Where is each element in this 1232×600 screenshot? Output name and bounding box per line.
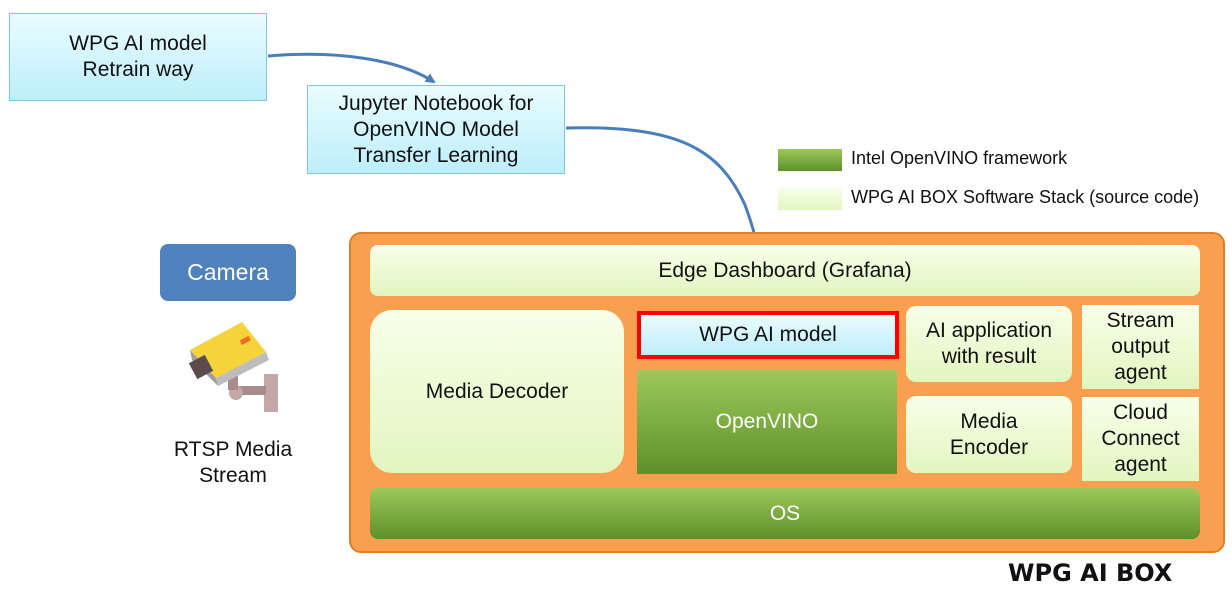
media-encoder-label: Media Encoder [949, 409, 1029, 459]
jupyter-notebook-label: Jupyter Notebook for OpenVINO Model Tran… [338, 91, 534, 167]
edge-dashboard-label: Edge Dashboard (Grafana) [658, 258, 912, 282]
stream-output-agent-box: Stream output agent [1082, 305, 1199, 389]
jupyter-notebook-box: Jupyter Notebook for OpenVINO Model Tran… [307, 85, 565, 174]
legend-swatch-wpg-stack [778, 188, 842, 210]
rtsp-stream-label: RTSP Media Stream [173, 438, 293, 487]
cloud-connect-agent-label: Cloud Connect agent [1101, 401, 1180, 476]
ai-box-title: WPG AI BOX [1008, 559, 1173, 587]
legend-label-openvino: Intel OpenVINO framework [851, 148, 1068, 168]
media-encoder-box: Media Encoder [906, 396, 1072, 473]
retrain-to-jupyter-arrow [267, 52, 436, 84]
ai-model-label: WPG AI model [699, 323, 837, 346]
camera-label-box: Camera [160, 244, 296, 301]
media-decoder-box: Media Decoder [370, 310, 624, 473]
security-camera-icon [188, 322, 278, 412]
cloud-connect-agent-box: Cloud Connect agent [1082, 397, 1199, 481]
retrain-way-label: WPG AI model Retrain way [69, 32, 207, 81]
edge-dashboard-box: Edge Dashboard (Grafana) [370, 245, 1200, 296]
camera-label: Camera [187, 259, 269, 285]
legend: Intel OpenVINO framework WPG AI BOX Soft… [778, 146, 1228, 216]
openvino-box: OpenVINO [637, 370, 897, 474]
stream-output-agent-label: Stream output agent [1106, 309, 1175, 384]
openvino-label: OpenVINO [715, 410, 819, 433]
os-label: OS [769, 501, 801, 525]
ai-model-box: WPG AI model [637, 311, 899, 359]
ai-application-box: AI application with result [906, 306, 1072, 382]
retrain-way-box: WPG AI model Retrain way [9, 13, 267, 101]
ai-application-label: AI application with result [925, 319, 1053, 368]
legend-label-wpg-stack: WPG AI BOX Software Stack (source code) [851, 187, 1200, 207]
os-box: OS [370, 488, 1200, 539]
legend-swatch-openvino [778, 149, 842, 171]
media-decoder-label: Media Decoder [425, 379, 569, 403]
